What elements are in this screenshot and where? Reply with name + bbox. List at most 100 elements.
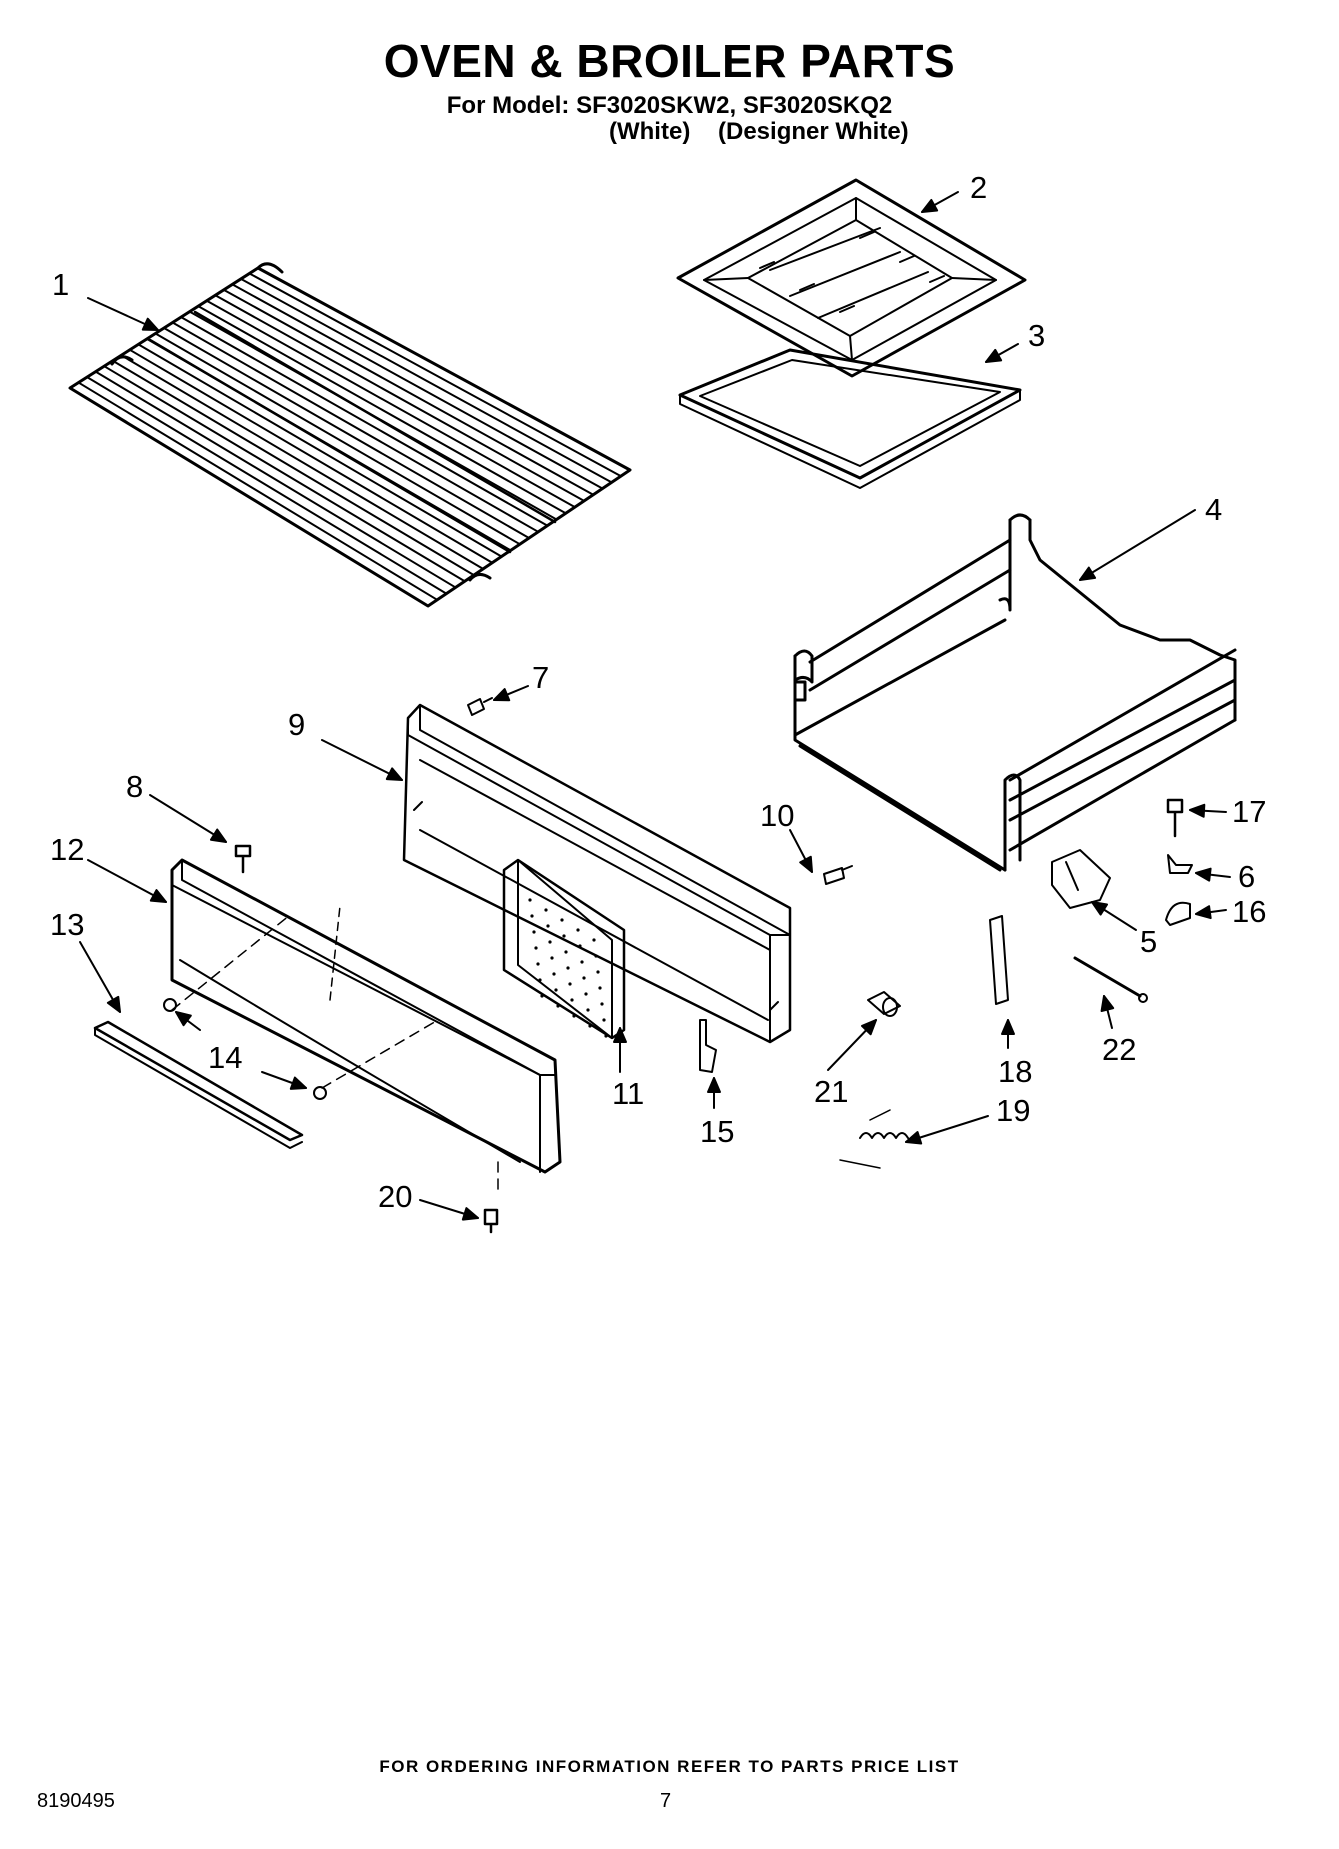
callout-21: 21 [814,1074,848,1109]
leader-arrowhead [175,1011,192,1027]
rack-bar [171,321,540,533]
rack-bar [248,272,622,478]
pad-dot [598,986,602,990]
pad-dot [544,908,548,912]
leader-arrows [79,191,1231,1221]
leader-arrowhead [860,1019,877,1036]
leader-arrowhead [799,855,813,873]
assembly-lines [171,914,499,1197]
leader-arrowhead [209,828,227,843]
page-number: 7 [660,1790,672,1812]
model-line: For Model: SF3020SKW2, SF3020SKQ2 [446,92,893,119]
leader-arrowhead [493,688,511,702]
callout-17: 17 [1232,794,1266,829]
pad-dot [580,960,584,964]
callout-3: 3 [1028,318,1045,353]
rack-bar [86,376,448,595]
callout-15: 15 [700,1114,734,1149]
door-liner-panel [402,703,792,1044]
pad-dot [552,972,556,976]
pad-dot [548,940,552,944]
pad-dot [586,1008,590,1012]
hardware-parts [163,697,1193,1234]
ordering-note: FOR ORDERING INFORMATION REFER TO PARTS … [379,1757,960,1776]
callout-19: 19 [996,1093,1030,1128]
rack-bar [197,305,567,515]
pad-dot [560,918,564,922]
outer-door-panel [170,858,562,1174]
callout-13: 13 [50,907,84,942]
callout-18: 18 [998,1054,1032,1089]
callout-numbers: 1 2 3 4 5 6 7 8 9 10 11 12 13 14 15 16 1… [50,170,1266,1214]
callout-9: 9 [288,707,305,742]
pad-dot [536,962,540,966]
broiler-pan [678,348,1022,489]
leader-arrowhead [1195,867,1212,882]
broiler-pan-grid [676,178,1027,378]
leader-arrowhead [707,1077,721,1093]
callout-11: 11 [612,1076,644,1111]
pad-dot [576,928,580,932]
pad-dot [534,946,538,950]
leader-arrowhead [921,198,939,213]
rack-bar [239,277,613,484]
pad-dot [584,992,588,996]
callout-12: 12 [50,832,84,867]
leader-arrowhead [106,995,121,1013]
pad-dot [556,1004,560,1008]
document-number: 8190495 [37,1790,115,1812]
pad-dot [596,970,600,974]
pad-dot [604,1034,608,1038]
rack-bar [205,299,576,509]
variant-white: (White) [609,118,691,145]
leader-arrowhead [461,1207,479,1221]
pad-dot [568,982,572,986]
pad-dot [562,934,566,938]
drawer-frame [793,513,1237,872]
rack-bar [137,343,503,558]
rack-bar [214,294,586,502]
variant-designer-white: (Designer White) [718,118,909,145]
pad-dot [546,924,550,928]
callout-2: 2 [970,170,987,205]
leader-arrowhead [985,348,1003,363]
callout-4: 4 [1205,492,1222,527]
leader-arrowhead [1189,803,1206,818]
leader-line [1079,509,1196,581]
callout-22: 22 [1102,1032,1136,1067]
pad-dot [540,994,544,998]
pad-dot [572,1014,576,1018]
callout-7: 7 [532,660,549,695]
rack-bar [120,354,485,570]
callout-14: 14 [208,1040,242,1075]
insulation-pad [502,858,626,1040]
pad-dot [550,956,554,960]
leader-arrowhead [1079,566,1097,581]
rack-bar [180,316,549,527]
leader-arrowhead [1100,995,1115,1013]
pad-dot [592,938,596,942]
pad-dot [564,950,568,954]
leader-arrowhead [289,1076,307,1090]
leader-arrowhead [1091,901,1109,916]
leader-arrowhead [613,1027,627,1043]
pad-dot [528,898,532,902]
callout-8: 8 [126,769,143,804]
leader-arrowhead [1195,905,1212,920]
pad-dot [582,976,586,980]
pad-dot [532,930,536,934]
leader-arrowhead [385,767,403,781]
rack-bar [222,288,595,496]
rack-bar [94,370,457,589]
pad-dot [570,998,574,1002]
page-title: OVEN & BROILER PARTS [383,35,956,87]
rack-bar [103,365,466,583]
leader-arrowhead [149,889,167,903]
rack-bar [163,327,530,539]
pad-dot [600,1002,604,1006]
callout-5: 5 [1140,924,1157,959]
callout-16: 16 [1232,894,1266,929]
callout-6: 6 [1238,859,1255,894]
rack-bar [77,381,439,601]
